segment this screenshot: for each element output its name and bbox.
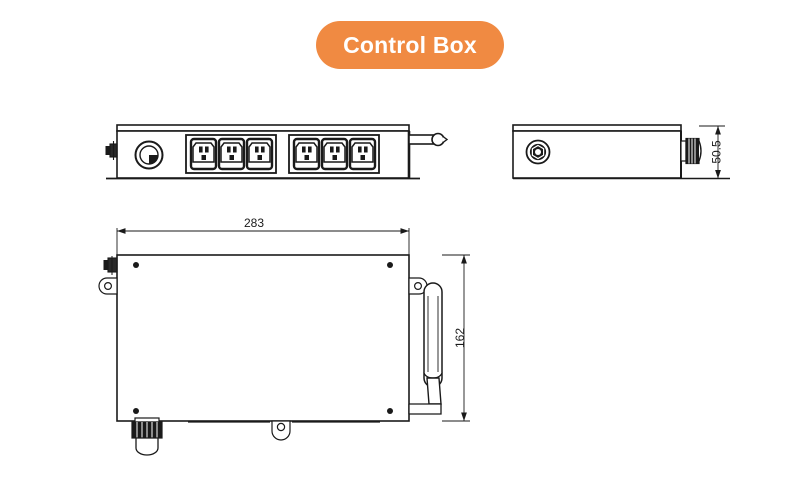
front-view-left-gland (105, 141, 118, 160)
mounting-tab (408, 277, 428, 295)
iec-outlet (217, 137, 246, 171)
side-view-lid-strip (512, 124, 682, 132)
front-view-iec-bank-left (185, 134, 277, 174)
dimension-height-label: 162 (453, 327, 468, 349)
corner-screw (133, 408, 139, 414)
corner-screw (133, 262, 139, 268)
iec-outlet (189, 137, 218, 171)
corner-screw (387, 262, 393, 268)
front-view-iec-bank-right (288, 134, 380, 174)
title-badge-label: Control Box (343, 31, 477, 58)
top-view-cable-gland (131, 417, 163, 456)
dimension-depth (699, 125, 725, 179)
top-view-antenna (408, 282, 443, 415)
corner-screw (387, 408, 393, 414)
front-view (105, 124, 449, 180)
front-view-antenna (407, 131, 449, 178)
side-view-round-connector (525, 139, 551, 165)
front-view-round-connector (134, 140, 164, 170)
title-badge: Control Box (316, 21, 504, 69)
dimension-height (442, 254, 470, 422)
top-view-body (116, 254, 410, 422)
top-view-left-gland (103, 256, 118, 275)
front-view-lid-strip (116, 124, 410, 132)
mounting-tab (271, 420, 291, 441)
side-view-cable-gland (680, 131, 702, 178)
side-view (512, 124, 730, 180)
mounting-tab (98, 277, 118, 295)
iec-outlet (245, 137, 274, 171)
dimension-depth-label: 50.5 (709, 140, 724, 164)
iec-outlet (320, 137, 349, 171)
top-view (98, 228, 470, 456)
dimension-width-label: 283 (244, 216, 265, 230)
iec-outlet (292, 137, 321, 171)
iec-outlet (348, 137, 377, 171)
